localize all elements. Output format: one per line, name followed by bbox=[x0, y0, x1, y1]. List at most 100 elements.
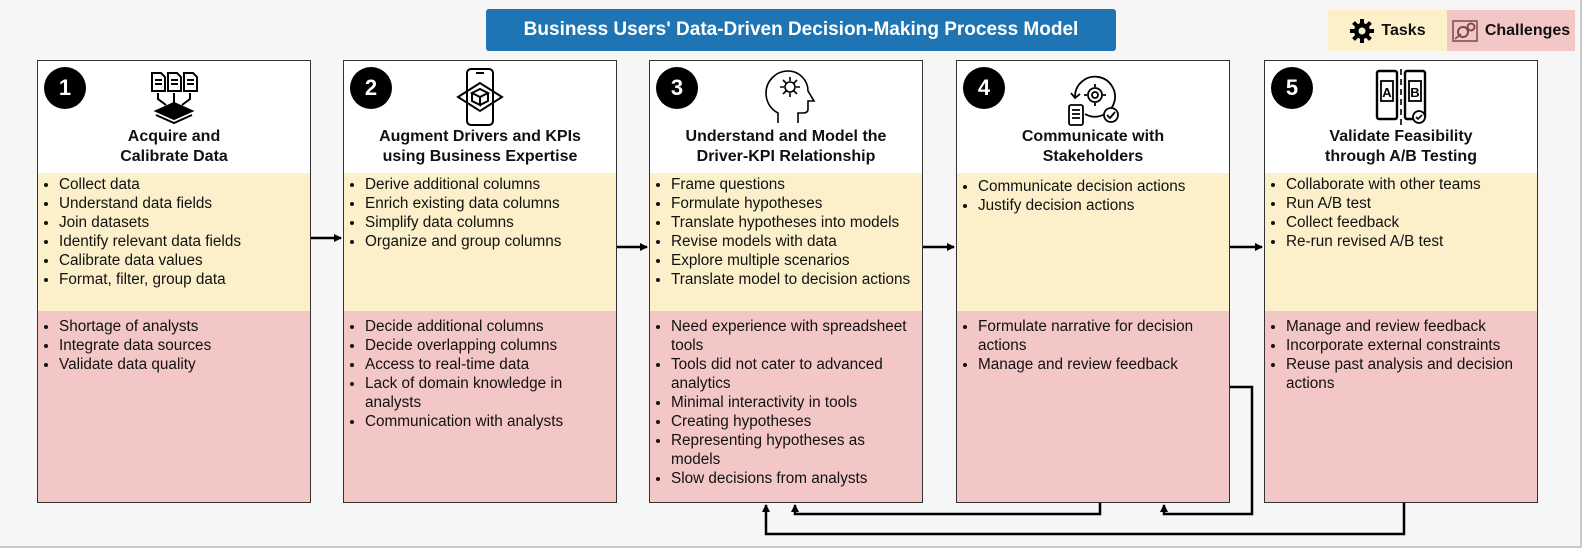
step-header: 4 Communicate with Stakeholders bbox=[957, 61, 1229, 173]
step-validate-ab-testing: 5 A B Validate Feasibility through A/B T… bbox=[1264, 60, 1538, 503]
challenge-item: Lack of domain knowledge in analysts bbox=[365, 374, 610, 412]
step-title-line2: using Business Expertise bbox=[382, 148, 578, 165]
task-item: Formulate hypotheses bbox=[671, 194, 916, 213]
challenge-item: Manage and review feedback bbox=[978, 355, 1223, 374]
task-item: Organize and group columns bbox=[365, 232, 610, 251]
step-header: 1 Acquire and Calibrate Data bbox=[38, 61, 310, 173]
tasks-list: Derive additional columns Enrich existin… bbox=[344, 173, 616, 251]
step-acquire-calibrate: 1 Acquire and Calibrate Data Collect bbox=[37, 60, 311, 503]
task-item: Justify decision actions bbox=[978, 196, 1223, 215]
step-title-line2: through A/B Testing bbox=[1325, 148, 1477, 165]
step-title-line2: Stakeholders bbox=[1042, 148, 1144, 165]
step-title: Augment Drivers and KPIs using Business … bbox=[354, 127, 606, 167]
step-number: 2 bbox=[350, 67, 392, 109]
tasks-list: Frame questions Formulate hypotheses Tra… bbox=[650, 173, 922, 289]
connector-layer bbox=[311, 234, 1406, 536]
challenge-item: Need experience with spreadsheet tools bbox=[671, 317, 916, 355]
task-item: Re-run revised A/B test bbox=[1286, 232, 1531, 251]
challenge-item: Minimal interactivity in tools bbox=[671, 393, 916, 412]
step-number: 4 bbox=[963, 67, 1005, 109]
step-title-line1: Acquire and bbox=[127, 128, 221, 145]
task-item: Collaborate with other teams bbox=[1286, 175, 1531, 194]
challenge-item: Creating hypotheses bbox=[671, 412, 916, 431]
diagram-title: Business Users' Data-Driven Decision-Mak… bbox=[486, 9, 1116, 51]
task-item: Join datasets bbox=[59, 213, 304, 232]
challenge-gears-icon bbox=[1452, 19, 1478, 42]
legend-challenges-label: Challenges bbox=[1484, 21, 1571, 39]
challenge-item: Representing hypotheses as models bbox=[671, 431, 916, 469]
step-title: Acquire and Calibrate Data bbox=[48, 127, 300, 167]
challenge-item: Slow decisions from analysts bbox=[671, 469, 916, 488]
tasks-panel: Derive additional columns Enrich existin… bbox=[344, 173, 616, 311]
diagram-canvas: Business Users' Data-Driven Decision-Mak… bbox=[0, 0, 1582, 548]
task-item: Translate hypotheses into models bbox=[671, 213, 916, 232]
tasks-list: Collect data Understand data fields Join… bbox=[38, 173, 310, 289]
tasks-panel: Collect data Understand data fields Join… bbox=[38, 173, 310, 311]
head-gear-icon bbox=[765, 70, 816, 123]
tasks-list: Collaborate with other teams Run A/B tes… bbox=[1265, 173, 1537, 251]
phone-cube-icon bbox=[456, 68, 504, 126]
ab-test-icon: A B bbox=[1375, 69, 1427, 125]
step-number: 1 bbox=[44, 67, 86, 109]
tasks-panel: Frame questions Formulate hypotheses Tra… bbox=[650, 173, 922, 311]
task-item: Format, filter, group data bbox=[59, 270, 304, 289]
challenge-item: Access to real-time data bbox=[365, 355, 610, 374]
feedback-step5-to-step3 bbox=[762, 503, 1406, 536]
challenges-list: Need experience with spreadsheet tools T… bbox=[650, 311, 922, 488]
challenge-item: Validate data quality bbox=[59, 355, 304, 374]
challenges-list: Formulate narrative for decision actions… bbox=[957, 311, 1229, 374]
task-item: Simplify data columns bbox=[365, 213, 610, 232]
task-item: Understand data fields bbox=[59, 194, 304, 213]
challenge-item: Reuse past analysis and decision actions bbox=[1286, 355, 1531, 393]
challenge-item: Shortage of analysts bbox=[59, 317, 304, 336]
step-number: 3 bbox=[656, 67, 698, 109]
challenges-list: Shortage of analysts Integrate data sour… bbox=[38, 311, 310, 374]
svg-text:A: A bbox=[1382, 85, 1392, 100]
challenge-item: Decide overlapping columns bbox=[365, 336, 610, 355]
challenge-item: Formulate narrative for decision actions bbox=[978, 317, 1223, 355]
task-item: Revise models with data bbox=[671, 232, 916, 251]
task-item: Calibrate data values bbox=[59, 251, 304, 270]
task-item: Collect data bbox=[59, 175, 304, 194]
legend-tasks-label: Tasks bbox=[1381, 21, 1426, 39]
challenge-item: Manage and review feedback bbox=[1286, 317, 1531, 336]
step-understand-model: 3 Understand and Model the Driver-KPI Re… bbox=[649, 60, 923, 503]
challenge-item: Communication with analysts bbox=[365, 412, 610, 431]
svg-text:B: B bbox=[1410, 85, 1419, 100]
legend-challenges: Challenges bbox=[1447, 10, 1575, 51]
step-number: 5 bbox=[1271, 67, 1313, 109]
challenge-item: Incorporate external constraints bbox=[1286, 336, 1531, 355]
cycle-gear-report-icon bbox=[1068, 75, 1119, 126]
step-title: Validate Feasibility through A/B Testing bbox=[1275, 127, 1527, 167]
step-header: 3 Understand and Model the Driver-KPI Re… bbox=[650, 61, 922, 173]
tasks-panel: Communicate decision actions Justify dec… bbox=[957, 173, 1229, 311]
step-title-line1: Validate Feasibility bbox=[1329, 128, 1473, 145]
feedback-step5-to-step4 bbox=[1160, 385, 1254, 516]
legend-tasks: Tasks bbox=[1328, 10, 1447, 51]
tasks-panel: Collaborate with other teams Run A/B tes… bbox=[1265, 173, 1537, 311]
task-item: Enrich existing data columns bbox=[365, 194, 610, 213]
tasks-list: Communicate decision actions Justify dec… bbox=[957, 173, 1229, 215]
task-item: Frame questions bbox=[671, 175, 916, 194]
gear-icon bbox=[1350, 18, 1375, 43]
step-augment-drivers: 2 Augment Drivers and KPIs using Busines… bbox=[343, 60, 617, 503]
step-title: Communicate with Stakeholders bbox=[967, 127, 1219, 167]
step-header: 2 Augment Drivers and KPIs using Busines… bbox=[344, 61, 616, 173]
challenges-panel: Need experience with spreadsheet tools T… bbox=[650, 311, 922, 502]
challenges-panel: Formulate narrative for decision actions… bbox=[957, 311, 1229, 502]
challenges-list: Manage and review feedback Incorporate e… bbox=[1265, 311, 1537, 393]
challenge-item: Integrate data sources bbox=[59, 336, 304, 355]
step-title-line2: Driver-KPI Relationship bbox=[696, 148, 876, 165]
task-item: Derive additional columns bbox=[365, 175, 610, 194]
challenge-item: Decide additional columns bbox=[365, 317, 610, 336]
challenges-panel: Decide additional columns Decide overlap… bbox=[344, 311, 616, 502]
task-item: Identify relevant data fields bbox=[59, 232, 304, 251]
step-header: 5 A B Validate Feasibility through A/B T… bbox=[1265, 61, 1537, 173]
documents-into-box-icon bbox=[151, 72, 198, 125]
task-item: Explore multiple scenarios bbox=[671, 251, 916, 270]
feedback-step4-to-step3 bbox=[791, 503, 1102, 516]
step-title-line1: Augment Drivers and KPIs bbox=[379, 128, 581, 145]
task-item: Translate model to decision actions bbox=[671, 270, 916, 289]
step-communicate-stakeholders: 4 Communicate with Stakeholders bbox=[956, 60, 1230, 503]
step-title-line2: Calibrate Data bbox=[120, 148, 228, 165]
